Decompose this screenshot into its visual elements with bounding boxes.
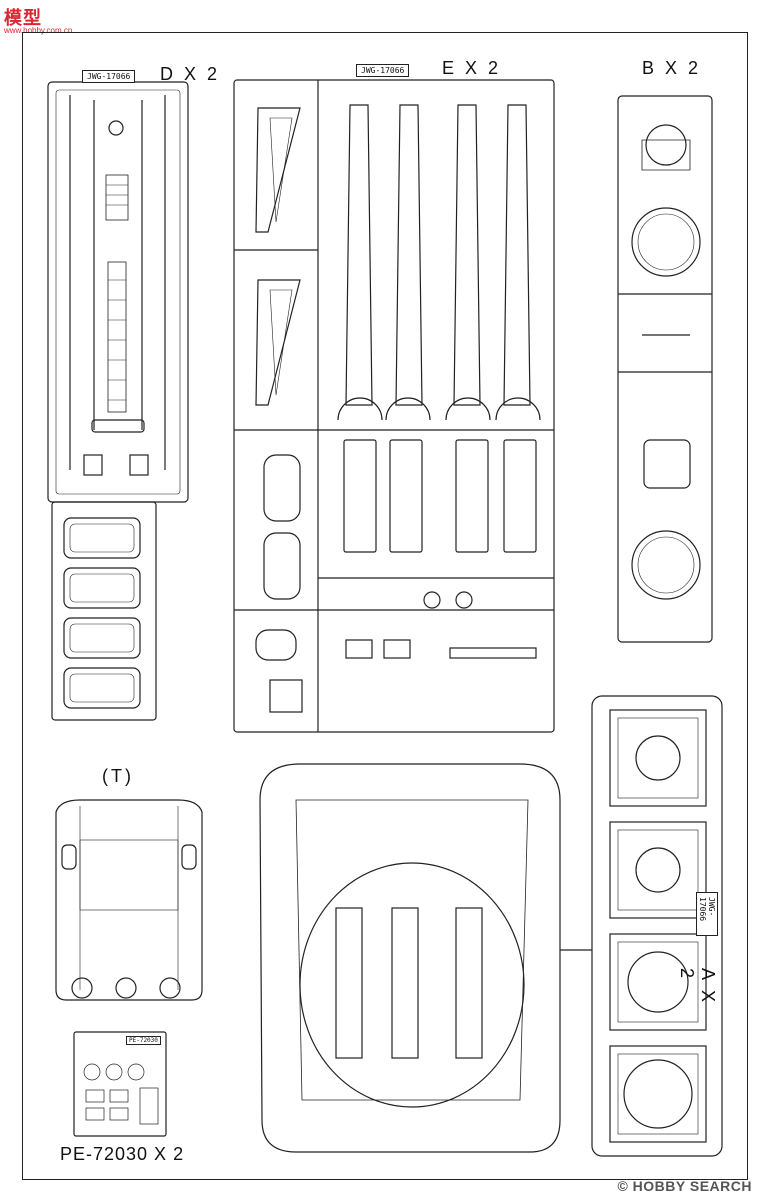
pe-sheet-title: PE-72030 [126,1036,161,1045]
watermark: © HOBBY SEARCH [617,1178,752,1194]
sprue-e [233,79,555,733]
sprue-a-tag: JWG-17066 [696,892,718,936]
instruction-frame [22,32,748,1180]
hull-sprue [259,763,592,1153]
pe-sheet-label: PE-72030 X 2 [60,1144,185,1164]
sprue-d-tag: JWG-17066 [82,70,136,83]
sprue-a-label: A X 2 [677,968,718,1006]
part-t [55,799,203,1001]
logo-text: 模型 [4,8,42,29]
site-logo[interactable]: 模型 www.hobby.com.cn [4,4,72,36]
sprue-d-label: D X 2 [160,64,221,84]
part-t-label: (T) [102,766,134,786]
sprue-a [591,695,723,1157]
sprue-d [47,81,189,721]
sprue-e-tag: JWG-17066 [356,64,410,77]
sprue-b [617,95,713,643]
sprue-e-label: E X 2 [442,58,502,78]
pe-sheet [73,1031,167,1137]
logo-url: www.hobby.com.cn [4,26,73,35]
sprue-b-label: B X 2 [642,58,702,78]
